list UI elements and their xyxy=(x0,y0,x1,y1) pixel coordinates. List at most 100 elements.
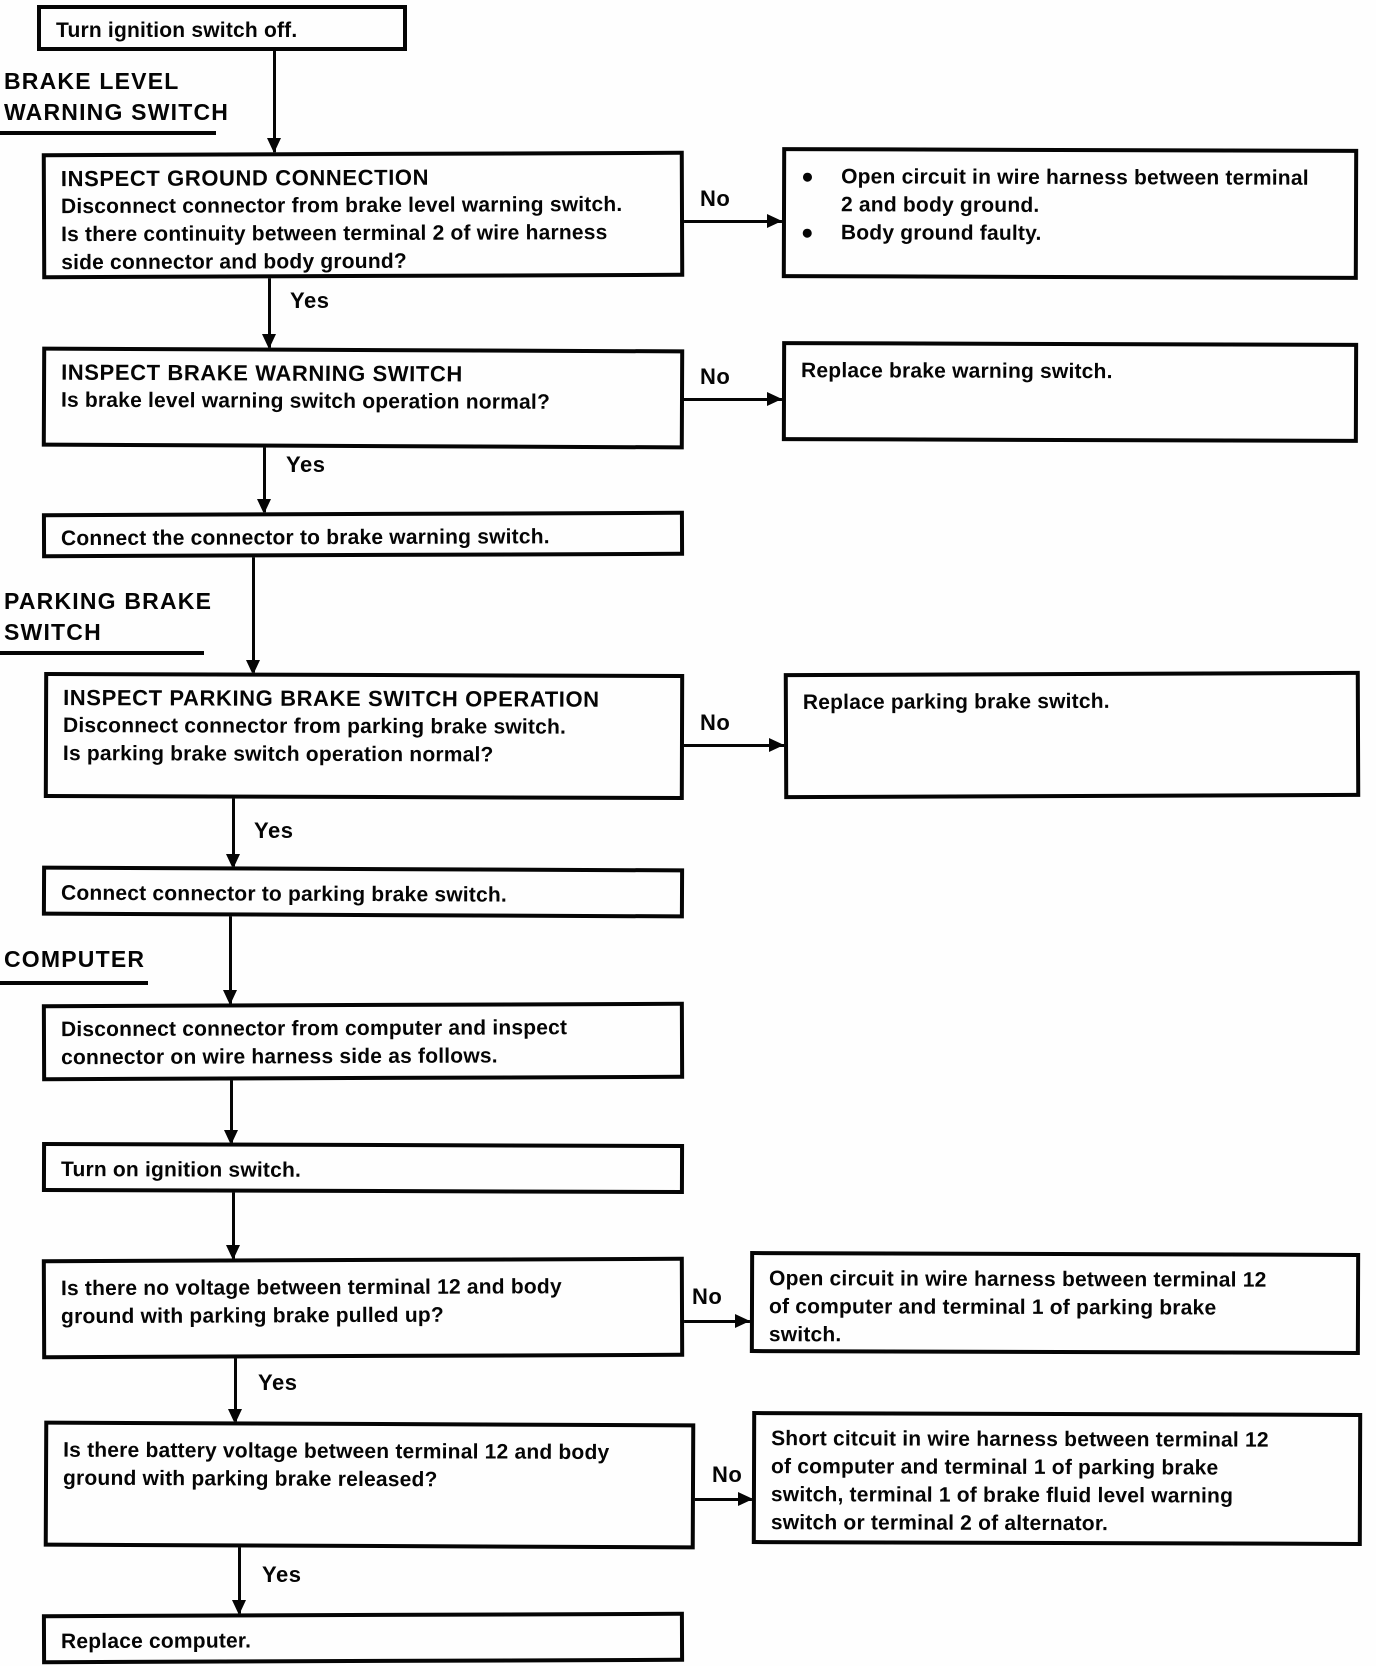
flow-box-text: Replace parking brake switch. xyxy=(802,689,1110,715)
flow-box-turn-ignition-on: Turn on ignition switch. xyxy=(41,1141,685,1195)
arrow-right-icon xyxy=(769,738,784,752)
flow-box-inspect-brake-warning-switch: INSPECT BRAKE WARNING SWITCH Is brake le… xyxy=(41,346,685,450)
connector-line xyxy=(680,398,782,401)
flow-box-text: Connect connector to parking brake switc… xyxy=(60,881,508,907)
flow-box-line: switch, terminal 1 of brake fluid level … xyxy=(770,1483,1234,1508)
bullet-text: Open circuit in wire harness between ter… xyxy=(841,163,1309,220)
section-label-brake-level-warning-switch: BRAKE LEVEL WARNING SWITCH xyxy=(4,66,229,128)
arrow-right-icon xyxy=(767,392,782,406)
flow-box-line: Is parking brake switch operation normal… xyxy=(62,742,494,767)
yes-label: Yes xyxy=(258,1370,298,1395)
bullet-text: Body ground faulty. xyxy=(840,221,1042,245)
no-label: No xyxy=(700,364,731,389)
flow-box-text: Turn on ignition switch. xyxy=(60,1158,302,1182)
flow-box-replace-parking-brake-switch: Replace parking brake switch. xyxy=(783,670,1361,800)
yes-label: Yes xyxy=(290,288,330,313)
connector-line xyxy=(263,446,266,514)
no-label: No xyxy=(700,710,731,735)
section-label-parking-brake-switch: PARKING BRAKE SWITCH xyxy=(4,586,212,648)
flow-box-line: switch or terminal 2 of alternator. xyxy=(770,1511,1109,1536)
no-label: No xyxy=(692,1284,723,1309)
flow-box-inspect-parking-brake-switch: INSPECT PARKING BRAKE SWITCH OPERATION D… xyxy=(43,671,685,801)
connector-line xyxy=(693,1498,753,1501)
connector-line xyxy=(680,220,782,223)
yes-label: Yes xyxy=(262,1562,302,1587)
flow-box-line: Disconnect connector from brake level wa… xyxy=(60,193,623,219)
bullet-text-line: 2 and body ground. xyxy=(840,193,1040,217)
flow-box-line: Is there battery voltage between termina… xyxy=(63,1438,610,1465)
arrow-down-icon xyxy=(267,138,281,153)
flow-box-line: connector on wire harness side as follow… xyxy=(61,1044,498,1070)
flow-box-title: INSPECT PARKING BRAKE SWITCH OPERATION xyxy=(63,685,600,712)
flow-box-line: side connector and body ground? xyxy=(61,249,407,275)
flow-box-text: Replace computer. xyxy=(60,1629,252,1654)
connector-line xyxy=(680,1320,750,1323)
yes-label: Yes xyxy=(286,452,326,477)
flow-box-title: INSPECT BRAKE WARNING SWITCH xyxy=(61,359,463,387)
no-label: No xyxy=(712,1462,743,1487)
flow-box-no-voltage-check: Is there no voltage between terminal 12 … xyxy=(41,1256,685,1360)
connector-line xyxy=(230,1078,233,1145)
flow-box-line: of computer and terminal 1 of parking br… xyxy=(770,1455,1219,1480)
flow-box-line: Disconnect connector from computer and i… xyxy=(60,1016,568,1042)
connector-line xyxy=(268,278,271,349)
flow-box-line: Short citcuit in wire harness between te… xyxy=(771,1427,1269,1452)
flow-box-line: Is brake level warning switch operation … xyxy=(60,388,551,414)
arrow-right-icon xyxy=(738,1492,753,1506)
section-underline xyxy=(0,981,148,985)
arrow-down-icon xyxy=(223,990,237,1005)
flow-box-text: Turn ignition switch off. xyxy=(56,19,298,42)
connector-line xyxy=(232,1191,235,1260)
flow-box-line: Is there no voltage between terminal 12 … xyxy=(60,1275,562,1301)
no-label: No xyxy=(700,186,731,211)
arrow-down-icon xyxy=(246,660,260,675)
section-label-line: WARNING SWITCH xyxy=(4,99,230,125)
section-label-line: PARKING BRAKE xyxy=(4,588,213,614)
section-label-computer: COMPUTER xyxy=(4,944,145,975)
bullet-icon: ● xyxy=(800,221,814,245)
bullet-icon: ● xyxy=(801,165,815,189)
flow-box-title: INSPECT GROUND CONNECTION xyxy=(60,164,430,192)
arrow-down-icon xyxy=(232,1600,246,1615)
arrow-down-icon xyxy=(262,334,276,349)
flow-box-replace-brake-warning-switch: Replace brake warning switch. xyxy=(781,341,1359,443)
section-underline xyxy=(0,131,216,135)
flow-box-text: Connect the connector to brake warning s… xyxy=(60,525,550,551)
arrow-down-icon xyxy=(226,854,240,869)
flow-box-connect-parking-brake-switch: Connect connector to parking brake switc… xyxy=(41,865,685,919)
flow-box-line: Is there continuity between terminal 2 o… xyxy=(61,221,608,247)
bullet-text-line: Open circuit in wire harness between ter… xyxy=(841,165,1309,190)
flow-box-replace-computer: Replace computer. xyxy=(41,1611,685,1665)
arrow-down-icon xyxy=(226,1245,240,1260)
flow-box-open-circuit-result: Open circuit in wire harness between ter… xyxy=(749,1251,1361,1355)
flow-box-short-circuit-result: Short citcuit in wire harness between te… xyxy=(751,1411,1363,1546)
flow-box-line: Open circuit in wire harness between ter… xyxy=(769,1267,1267,1292)
connector-line xyxy=(234,1356,237,1424)
bullet-item: ● Open circuit in wire harness between t… xyxy=(801,163,1339,221)
flow-box-connect-brake-warning-switch: Connect the connector to brake warning s… xyxy=(41,510,685,559)
flow-box-line: of computer and terminal 1 of parking br… xyxy=(768,1295,1217,1320)
connector-line xyxy=(252,554,255,675)
arrow-right-icon xyxy=(735,1314,750,1328)
arrow-down-icon xyxy=(228,1409,242,1424)
flow-box-battery-voltage-check: Is there battery voltage between termina… xyxy=(43,1420,696,1550)
connector-line xyxy=(680,744,784,747)
section-label-line: SWITCH xyxy=(4,619,102,645)
connector-line xyxy=(232,798,235,869)
section-underline xyxy=(0,651,204,655)
connector-line xyxy=(273,49,276,153)
bullet-item: ● Body ground faulty. xyxy=(801,219,1339,249)
flow-box-disconnect-computer: Disconnect connector from computer and i… xyxy=(41,1001,685,1082)
flow-box-line: ground with parking brake pulled up? xyxy=(60,1303,444,1329)
flow-box-inspect-ground-connection: INSPECT GROUND CONNECTION Disconnect con… xyxy=(41,150,685,280)
flow-box-line: Disconnect connector from parking brake … xyxy=(62,714,567,739)
flow-box-line: switch. xyxy=(768,1323,842,1347)
section-label-line: BRAKE LEVEL xyxy=(4,68,180,94)
yes-label: Yes xyxy=(254,818,294,843)
arrow-right-icon xyxy=(767,214,782,228)
connector-line xyxy=(229,915,232,1005)
flow-box-text: Replace brake warning switch. xyxy=(801,359,1113,384)
flow-box-turn-ignition-off: Turn ignition switch off. xyxy=(37,5,407,51)
arrow-down-icon xyxy=(257,499,271,514)
